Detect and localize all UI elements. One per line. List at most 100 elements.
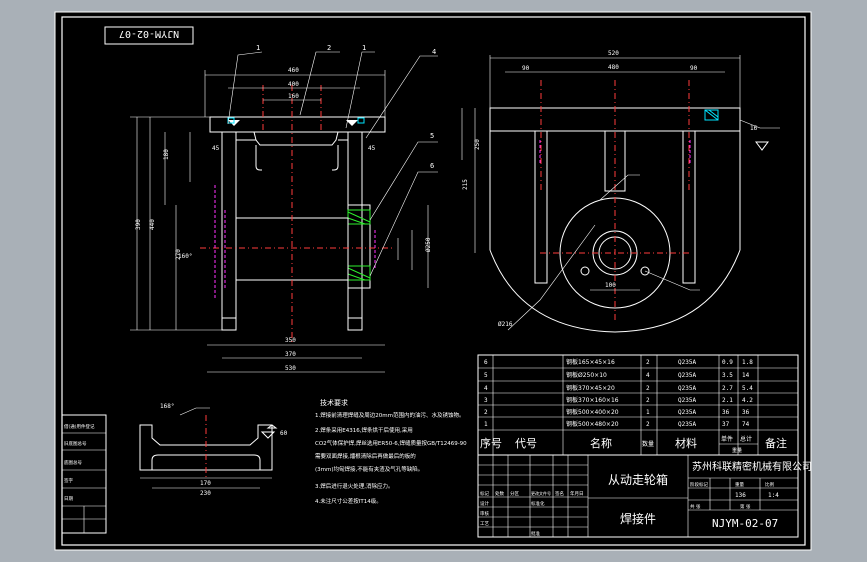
svg-text:5: 5 bbox=[430, 132, 434, 140]
drawing-number: NJYM-02-07 bbox=[712, 517, 778, 530]
svg-text:需要双面焊接,燔根清除后再做最后的板的: 需要双面焊接,燔根清除后再做最后的板的 bbox=[315, 452, 416, 460]
bom-cell-total: 4.2 bbox=[742, 397, 753, 404]
svg-text:90: 90 bbox=[690, 65, 698, 72]
svg-text:重量: 重量 bbox=[735, 481, 744, 488]
svg-text:350: 350 bbox=[285, 337, 296, 344]
title-block: 标记 处数 分区 更改文件号 签名 年月日 设计 标准化 审核 工艺 批准 阶段… bbox=[477, 454, 812, 538]
bom-cell-unit: 2.7 bbox=[722, 385, 733, 392]
svg-text:共 张: 共 张 bbox=[690, 503, 701, 510]
svg-text:旧底图总号: 旧底图总号 bbox=[64, 440, 87, 447]
bom-cell-qty: 2 bbox=[646, 359, 650, 366]
svg-text:(3mm)均匈焊接,不能有夹渣及气孔等缺陷。: (3mm)均匈焊接,不能有夹渣及气孔等缺陷。 bbox=[315, 465, 423, 473]
svg-text:数量: 数量 bbox=[642, 440, 654, 448]
bom-cell-no: 3 bbox=[484, 397, 488, 404]
part-name: 从动走轮箱 bbox=[608, 472, 668, 487]
scale-value: 1:4 bbox=[768, 492, 779, 499]
svg-text:签名: 签名 bbox=[555, 490, 564, 497]
bom-cell-unit: 2.1 bbox=[722, 397, 733, 404]
svg-text:2: 2 bbox=[327, 44, 331, 52]
svg-text:Ø250: Ø250 bbox=[425, 237, 432, 252]
svg-text:180: 180 bbox=[163, 149, 170, 160]
svg-text:100: 100 bbox=[605, 282, 616, 289]
svg-text:签字: 签字 bbox=[64, 477, 73, 484]
svg-text:4: 4 bbox=[432, 48, 436, 56]
svg-text:530: 530 bbox=[285, 365, 296, 372]
svg-text:460: 460 bbox=[288, 67, 299, 74]
part-type: 焊接件 bbox=[620, 511, 656, 526]
svg-text:170: 170 bbox=[200, 480, 211, 487]
bom-cell-total: 74 bbox=[742, 421, 750, 428]
svg-text:Ø216: Ø216 bbox=[498, 321, 513, 328]
svg-text:材料: 材料 bbox=[675, 436, 697, 450]
svg-text:16: 16 bbox=[750, 125, 758, 132]
svg-text:名称: 名称 bbox=[590, 436, 612, 450]
svg-text:设计: 设计 bbox=[480, 500, 489, 507]
svg-text:4.未注尺寸公差按IT14级。: 4.未注尺寸公差按IT14级。 bbox=[315, 497, 382, 505]
svg-text:借(通)用件登记: 借(通)用件登记 bbox=[64, 423, 95, 430]
bom-header: 序号 代号 名称 数量 材料 单件 总计 重量 备注 bbox=[480, 435, 787, 454]
company-name: 苏州科联精密机械有限公司 bbox=[692, 460, 812, 473]
bill-of-materials bbox=[477, 354, 799, 456]
svg-text:阶段标记: 阶段标记 bbox=[690, 481, 708, 488]
svg-text:230: 230 bbox=[200, 490, 211, 497]
svg-text:45: 45 bbox=[212, 145, 220, 152]
bom-cell-qty: 2 bbox=[646, 397, 650, 404]
bom-cell-qty: 1 bbox=[646, 409, 650, 416]
technical-notes: 技术要求 1.焊接前清理焊缝及周边20mm范围内的油污、水及锈蚀物。 2.焊条采… bbox=[315, 398, 467, 505]
bom-cell-material: Q235A bbox=[678, 385, 696, 392]
svg-text:序号: 序号 bbox=[480, 436, 502, 450]
svg-text:1: 1 bbox=[256, 44, 260, 52]
svg-text:168°: 168° bbox=[160, 403, 174, 410]
bom-cell-spec: 钢板500×480×20 bbox=[566, 420, 619, 428]
bom-cell-material: Q235A bbox=[678, 397, 696, 404]
bom-cell-unit: 36 bbox=[722, 409, 730, 416]
side-view bbox=[461, 55, 780, 333]
bom-cell-total: 5.4 bbox=[742, 385, 753, 392]
svg-text:480: 480 bbox=[608, 64, 619, 71]
svg-text:390: 390 bbox=[135, 219, 142, 230]
bom-cell-spec: 钢板165×45×16 bbox=[566, 358, 615, 366]
side-record-block: 借(通)用件登记 旧底图总号 底图总号 签字 日期 bbox=[61, 414, 107, 534]
bom-cell-no: 1 bbox=[484, 421, 488, 428]
weight-value: 136 bbox=[735, 492, 746, 499]
svg-text:45: 45 bbox=[368, 145, 376, 152]
svg-text:215: 215 bbox=[462, 179, 469, 190]
detail-view-dimensions: 168° 170 230 60 bbox=[160, 403, 288, 497]
rotated-drawing-code: NJYM-02-07 bbox=[119, 28, 179, 39]
bom-cell-no: 5 bbox=[484, 372, 488, 379]
front-view bbox=[130, 51, 438, 373]
bom-cell-material: Q235A bbox=[678, 409, 696, 416]
svg-text:90: 90 bbox=[522, 65, 530, 72]
bom-cell-no: 6 bbox=[484, 359, 488, 366]
svg-text:标准化: 标准化 bbox=[531, 500, 545, 507]
rotated-code-box bbox=[104, 26, 194, 45]
svg-text:审核: 审核 bbox=[480, 510, 489, 517]
front-view-dimensions: 460 400 160 180 270 390 440 Ø250 350 370… bbox=[135, 67, 432, 372]
svg-text:技术要求: 技术要求 bbox=[320, 398, 348, 407]
detail-view bbox=[139, 407, 278, 489]
bom-cell-qty: 4 bbox=[646, 372, 650, 379]
svg-text:代号: 代号 bbox=[515, 437, 537, 450]
svg-text:更改文件号: 更改文件号 bbox=[531, 490, 551, 496]
svg-text:日期: 日期 bbox=[64, 496, 73, 502]
bom-cell-material: Q235A bbox=[678, 359, 696, 366]
svg-text:重量: 重量 bbox=[732, 447, 742, 454]
bom-cell-unit: 3.5 bbox=[722, 372, 733, 379]
drawing-inner-frame bbox=[61, 16, 806, 546]
svg-text:批准: 批准 bbox=[531, 530, 540, 537]
bom-cell-no: 4 bbox=[484, 385, 488, 392]
bom-cell-total: 14 bbox=[742, 372, 750, 379]
bom-cell-no: 2 bbox=[484, 409, 488, 416]
svg-text:440: 440 bbox=[149, 219, 156, 230]
svg-text:250: 250 bbox=[474, 139, 481, 150]
bom-cell-total: 36 bbox=[742, 409, 750, 416]
bom-cell-unit: 37 bbox=[722, 421, 730, 428]
svg-text:CO2气体保护焊,焊丝选用ER50-6,焊缝质量按GB/T1: CO2气体保护焊,焊丝选用ER50-6,焊缝质量按GB/T12469-90 bbox=[315, 439, 467, 447]
svg-text:比例: 比例 bbox=[765, 481, 774, 488]
svg-text:2.焊条采用E4316,焊条烘干后使用,采用: 2.焊条采用E4316,焊条烘干后使用,采用 bbox=[315, 426, 413, 434]
svg-text:处数: 处数 bbox=[495, 490, 504, 497]
svg-text:单件: 单件 bbox=[721, 435, 733, 443]
